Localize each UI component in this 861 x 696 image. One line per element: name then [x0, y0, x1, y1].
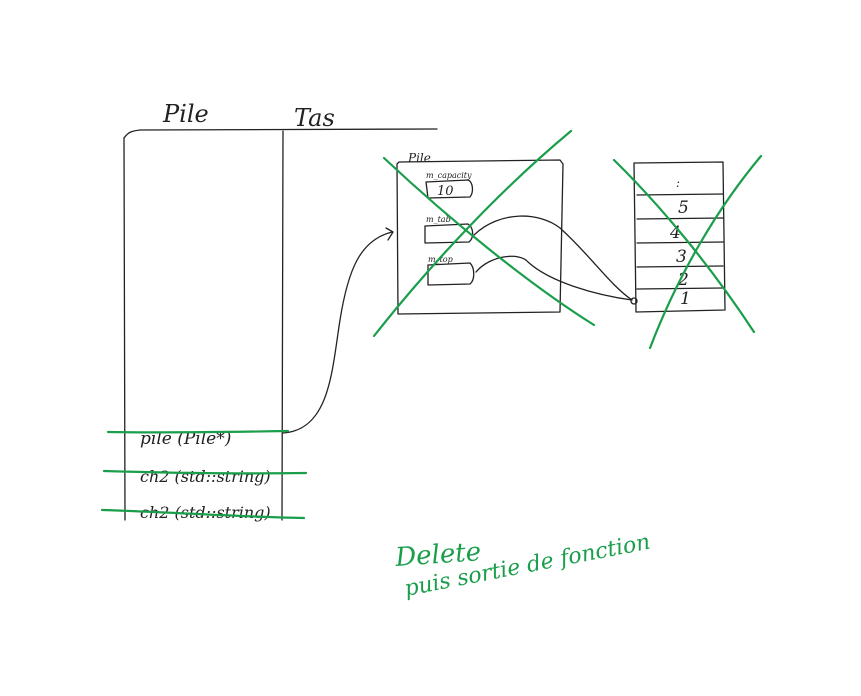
cross-heap-object-b [372, 129, 573, 338]
stack-entry-string-2: ch2 (std::string) [140, 503, 271, 522]
cross-array-b [648, 154, 763, 350]
field-tab-label: m_tab [426, 215, 451, 224]
pointer-arrow-tab [473, 215, 633, 301]
array-cell-3: 3 [676, 247, 687, 267]
arrowhead-pile [385, 227, 394, 241]
array-cell-4: 4 [669, 223, 681, 243]
array-cell-2: 2 [677, 270, 689, 290]
field-capacity-box [425, 179, 474, 199]
pointer-arrow-pile [282, 231, 393, 434]
strike-marks [100, 129, 763, 520]
note-line-1: Delete [393, 537, 482, 573]
stack-entry-string-1: ch2 (std::string) [140, 467, 271, 486]
heap-array: : 5 4 3 2 1 [633, 161, 726, 313]
array-cell-dots: : [676, 176, 680, 190]
field-top-box [427, 262, 475, 286]
field-capacity-label: m_capacity [426, 171, 472, 180]
field-top-label: m_top [428, 255, 453, 264]
array-cell-1: 1 [680, 289, 691, 309]
heap-pile-object: Pile m_capacity 10 m_tab m_top [396, 151, 564, 315]
stack-header: Pile [162, 100, 209, 128]
pointer-arrow-top [475, 255, 633, 301]
heap-header: Tas [294, 104, 335, 132]
pointer-target-dot [630, 297, 638, 305]
heap-object-label: Pile [407, 151, 431, 165]
array-cell-5: 5 [678, 198, 689, 218]
field-tab-box [424, 223, 474, 244]
cross-array-a [612, 158, 756, 334]
stack-column [123, 128, 438, 521]
stack-entry-pile-pointer: pile (Pile*) [140, 429, 231, 449]
cross-heap-object-a [382, 156, 596, 327]
field-capacity-value: 10 [437, 184, 454, 199]
